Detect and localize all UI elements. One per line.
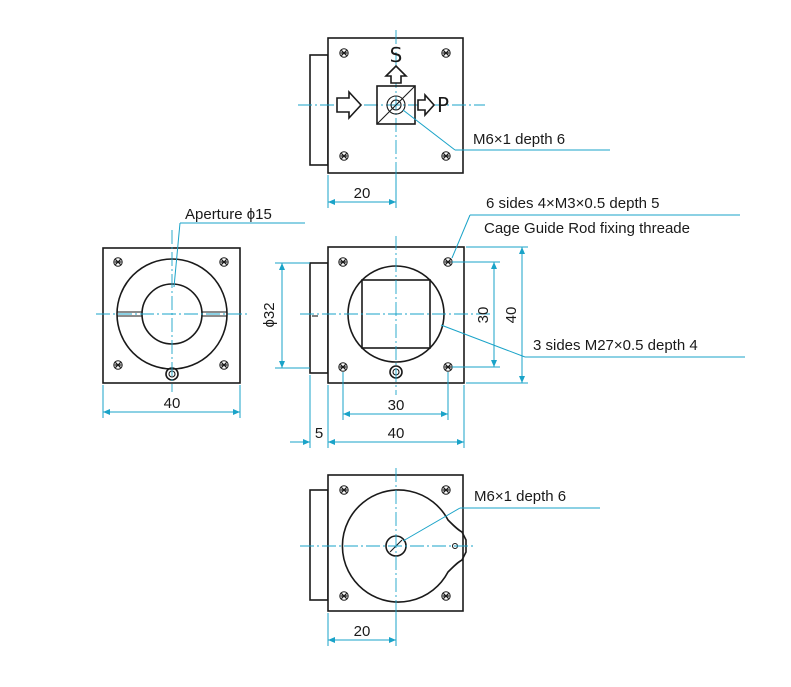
bottom-tap-leader: [402, 507, 461, 542]
bottom-tap-callout: M6×1 depth 6: [474, 488, 566, 505]
front-dim-hole-spacing-h: 30: [388, 397, 405, 414]
top-view: S P M6×1 depth 6 20: [298, 30, 610, 208]
bottom-view-bore-outline: [341, 489, 467, 603]
screw-icon: [338, 362, 348, 372]
bottom-view-cube-body: [327, 474, 464, 612]
front-view: ϕ32 30 40 6 sides 4×M3×0.5 depth 5 Cage …: [261, 195, 745, 448]
top-tap-callout: M6×1 depth 6: [473, 131, 565, 148]
screw-icon: [339, 48, 349, 58]
side-thread-callout: 6 sides 4×M3×0.5 depth 5: [486, 195, 659, 212]
top-tap-hole: [386, 95, 406, 115]
screw-icon: [338, 257, 348, 267]
polarization-p-label: P: [437, 93, 449, 117]
screw-icon: [443, 362, 453, 372]
front-dim-flange: 5: [315, 425, 323, 442]
aperture-callout: Aperture ϕ15: [185, 206, 272, 223]
screw-icon: [339, 151, 349, 161]
top-tap-hole-inner: [390, 99, 402, 111]
bottom-dim-offset: 20: [354, 623, 371, 640]
polarization-s-label: S: [390, 43, 403, 67]
screw-icon: [441, 485, 451, 495]
bottom-view-flange: [309, 489, 329, 601]
front-dim-hole-spacing-v: 30: [475, 307, 492, 324]
beamsplitter-diagonal: [376, 85, 416, 125]
front-dim-bore-diameter: ϕ32: [261, 302, 278, 327]
screw-icon: [441, 591, 451, 601]
top-tap-leader: [402, 109, 456, 151]
aperture-leader: [173, 222, 181, 288]
bore-thread-callout: 3 sides M27×0.5 depth 4: [533, 337, 698, 354]
p-beam-arrow-icon: [417, 92, 436, 118]
side-thread-leader: [451, 214, 471, 259]
screw-icon: [219, 257, 229, 267]
beamsplitter-cube-symbol: [376, 85, 416, 125]
screw-icon: [443, 257, 453, 267]
top-view-flange: [309, 54, 329, 166]
cage-rod-callout: Cage Guide Rod fixing threade: [484, 220, 690, 237]
bore-thread-leader: [440, 324, 526, 358]
front-view-flange: [309, 262, 329, 374]
left-view: Aperture ϕ15 40: [96, 206, 305, 418]
screw-icon: [441, 151, 451, 161]
screw-icon: [339, 591, 349, 601]
front-dim-height: 40: [503, 307, 520, 324]
screw-icon: [113, 257, 123, 267]
screw-icon: [113, 360, 123, 370]
screw-icon: [219, 360, 229, 370]
left-dim-width: 40: [164, 395, 181, 412]
screw-icon: [441, 48, 451, 58]
top-dim-offset: 20: [354, 185, 371, 202]
s-beam-arrow-icon: [384, 64, 408, 84]
input-beam-arrow-icon: [336, 89, 363, 121]
front-dim-width: 40: [388, 425, 405, 442]
bottom-view: M6×1 depth 6 20: [300, 468, 600, 646]
screw-icon: [339, 485, 349, 495]
